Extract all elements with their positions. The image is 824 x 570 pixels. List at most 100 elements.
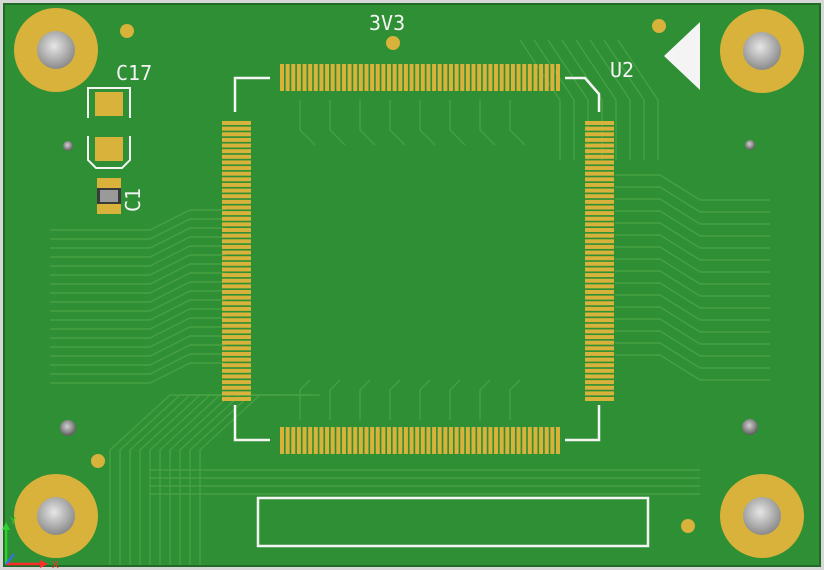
u2-pad-right (585, 340, 614, 345)
u2-pad-bottom (415, 427, 420, 454)
trace (615, 174, 770, 201)
u2-pad-left (222, 335, 251, 340)
ref-label-u2: U2 (610, 58, 634, 82)
u2-pad-left (222, 233, 251, 238)
via (60, 420, 76, 436)
capacitor-c17 (87, 87, 131, 169)
u2-pad-bottom (488, 427, 493, 454)
trace (479, 379, 491, 420)
u2-pad-top (539, 64, 544, 91)
u2-pad-top (398, 64, 403, 91)
u2-pad-left (222, 171, 251, 176)
pin1-marker-triangle (664, 22, 700, 90)
trace (589, 39, 631, 160)
u2-pad-right (585, 149, 614, 154)
trace (603, 39, 645, 160)
trace (615, 222, 770, 249)
u2-pad-left (222, 363, 251, 368)
u2-pad-right (585, 132, 614, 137)
u2-pad-left (222, 397, 251, 401)
u2-pad-bottom (544, 427, 549, 454)
ref-label-c17: C17 (116, 61, 152, 85)
trace (50, 254, 225, 276)
u2-pad-right (585, 306, 614, 311)
u2-pad-top (488, 64, 493, 91)
u2-pad-bottom (499, 427, 504, 454)
mounting-hole-bottom-left (14, 474, 98, 558)
trace (50, 299, 225, 321)
u2-pad-bottom (313, 427, 318, 454)
u2-pad-bottom (516, 427, 521, 454)
u2-pad-top (330, 64, 335, 91)
trace (329, 100, 346, 146)
u2-pad-left (222, 385, 251, 390)
u2-pad-left (222, 323, 251, 328)
u2-pad-bottom (285, 427, 290, 454)
u2-pad-bottom (471, 427, 476, 454)
u2-pad-left (222, 132, 251, 137)
u2-pad-top (550, 64, 555, 91)
u2-pad-bottom (358, 427, 363, 454)
u2-pad-top (409, 64, 414, 91)
trace (615, 234, 770, 261)
trace (615, 354, 770, 381)
u2-pad-top (437, 64, 442, 91)
u2-pad-bottom (420, 427, 425, 454)
u2-pad-left (222, 256, 251, 261)
u2-pad-top (308, 64, 313, 91)
u2-pad-top (381, 64, 386, 91)
u2-pad-top (319, 64, 324, 91)
u2-pad-bottom (409, 427, 414, 454)
via (745, 140, 755, 150)
trace (389, 379, 401, 420)
u2-pad-top (387, 64, 392, 91)
trace (50, 281, 225, 303)
u2-pad-left (222, 137, 251, 142)
u2-pad-left (222, 166, 251, 171)
u2-pad-top (499, 64, 504, 91)
trace (50, 209, 225, 231)
u2-pad-left (222, 244, 251, 249)
u2-pad-bottom (392, 427, 397, 454)
u2-pad-left (222, 250, 251, 255)
u2-pad-bottom (426, 427, 431, 454)
trace (50, 362, 225, 384)
u2-pad-left (222, 329, 251, 334)
u2-pad-left (222, 351, 251, 356)
u2-pad-right (585, 368, 614, 373)
trace (299, 100, 316, 146)
mounting-hole-top-left (14, 8, 98, 92)
u2-pad-right (585, 312, 614, 317)
copper-traces (50, 39, 770, 565)
u2-pad-bottom (296, 427, 301, 454)
u2-pad-bottom (302, 427, 307, 454)
u2-pad-top (415, 64, 420, 91)
u2-pad-top (353, 64, 358, 91)
trace (615, 342, 770, 369)
u2-pad-bottom (370, 427, 375, 454)
u2-pad-right (585, 351, 614, 356)
u2-pad-bottom (398, 427, 403, 454)
u2-pad-bottom (364, 427, 369, 454)
u2-pad-bottom (381, 427, 386, 454)
u2-pad-top (505, 64, 510, 91)
u2-pad-left (222, 143, 251, 148)
u2-pad-bottom (465, 427, 470, 454)
c17-pad-2 (95, 137, 123, 161)
u2-pad-top (370, 64, 375, 91)
u2-pad-top (477, 64, 482, 91)
via (63, 141, 73, 151)
u2-pad-left (222, 211, 251, 216)
u2-pad-right (585, 188, 614, 193)
u2-pad-top (325, 64, 330, 91)
u2-pad-top (392, 64, 397, 91)
u2-pad-bottom (539, 427, 544, 454)
u2-pad-left (222, 380, 251, 385)
u2-pad-bottom (432, 427, 437, 454)
u2-pad-top (448, 64, 453, 91)
u2-pad-top (347, 64, 352, 91)
u2-pad-left (222, 149, 251, 154)
u2-pad-bottom (556, 427, 560, 454)
u2-pad-top (313, 64, 318, 91)
